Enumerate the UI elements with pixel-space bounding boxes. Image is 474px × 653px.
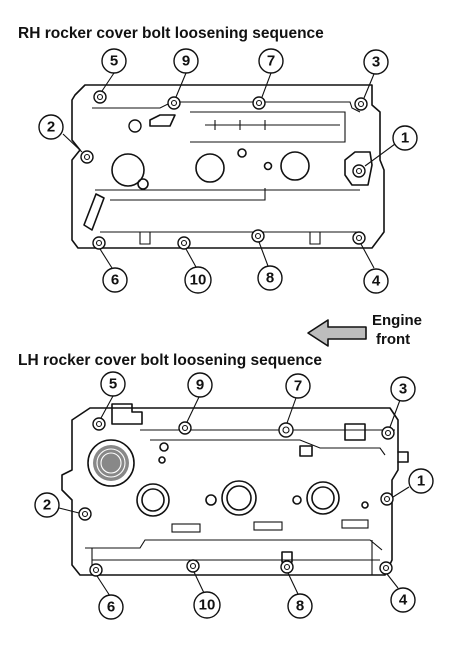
lh-callout-2: 2	[34, 492, 60, 518]
rh-leader-lines	[62, 72, 396, 269]
lh-callout-10: 10	[193, 591, 221, 619]
rh-callout-3: 3	[363, 49, 389, 75]
lh-callout-5: 5	[100, 371, 126, 397]
rh-callout-9: 9	[173, 48, 199, 74]
lh-callout-6: 6	[98, 594, 124, 620]
svg-text:6: 6	[107, 599, 115, 616]
rh-callout-8: 8	[257, 265, 283, 291]
lh-callout-1: 1	[408, 468, 434, 494]
rh-callout-7: 7	[258, 48, 284, 74]
svg-text:5: 5	[109, 376, 117, 393]
svg-text:1: 1	[401, 130, 409, 147]
rh-rocker-cover	[71, 84, 385, 250]
lh-leader-lines	[58, 395, 410, 597]
rh-title: RH rocker cover bolt loosening sequence	[18, 25, 324, 42]
lh-callout-3: 3	[390, 376, 416, 402]
lh-callout-8: 8	[287, 593, 313, 619]
lh-callout-4: 4	[390, 587, 416, 613]
rh-callout-5: 5	[101, 48, 127, 74]
rh-callout-6: 6	[102, 267, 128, 293]
lh-title: LH rocker cover bolt loosening sequence	[18, 352, 322, 369]
svg-text:10: 10	[199, 597, 216, 614]
lh-callout-9: 9	[187, 372, 213, 398]
svg-text:10: 10	[190, 272, 207, 289]
svg-text:4: 4	[399, 592, 408, 609]
svg-text:1: 1	[417, 473, 425, 490]
svg-text:8: 8	[296, 598, 304, 615]
rh-callout-4: 4	[363, 268, 389, 294]
rh-callout-2: 2	[38, 114, 64, 140]
svg-text:7: 7	[267, 53, 275, 70]
svg-text:3: 3	[399, 381, 407, 398]
rh-callout-10: 10	[184, 266, 212, 294]
svg-text:9: 9	[182, 53, 190, 70]
svg-text:7: 7	[294, 378, 302, 395]
lh-callout-7: 7	[285, 373, 311, 399]
svg-text:6: 6	[111, 272, 119, 289]
engine-front-label-line1: Engine	[372, 312, 422, 329]
svg-text:2: 2	[47, 119, 55, 136]
svg-text:4: 4	[372, 273, 381, 290]
engine-front-arrow-icon	[307, 319, 367, 347]
rh-callout-1: 1	[392, 125, 418, 151]
svg-text:5: 5	[110, 53, 118, 70]
lh-rocker-cover	[61, 403, 409, 577]
svg-text:3: 3	[372, 54, 380, 71]
svg-text:2: 2	[43, 497, 51, 514]
svg-text:8: 8	[266, 270, 274, 287]
engine-front-label-line2: front	[376, 331, 410, 348]
svg-text:9: 9	[196, 377, 204, 394]
